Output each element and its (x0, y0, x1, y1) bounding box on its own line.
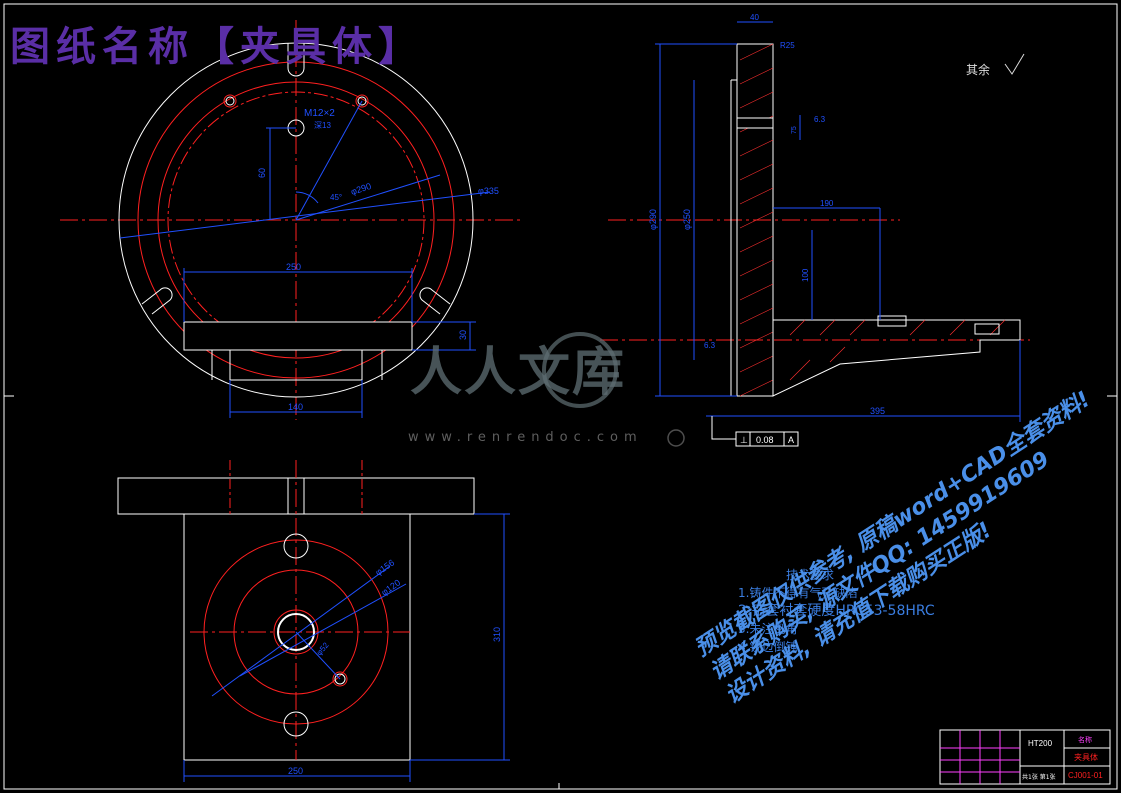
roughness-symbol (1004, 53, 1025, 75)
dim-roughness-2: 6.3 (704, 341, 716, 350)
dim-thread-depth: 深13 (314, 121, 331, 130)
tech-item: 2.钻套衬套硬度HRC53-58HRC (738, 603, 935, 619)
bolt-circle (167, 91, 425, 349)
drawing-title: 图纸名称【夹具体】 (10, 23, 424, 70)
dim-140: 140 (288, 402, 303, 412)
dim-phi156: φ156 (373, 557, 396, 577)
arm-hatch (789, 319, 1006, 381)
dim-phi335: φ335 (478, 186, 499, 196)
tb-drawing-no: CJ001-01 (1068, 771, 1103, 780)
dim-40: 40 (750, 13, 759, 22)
watermark-emblem (542, 332, 618, 408)
tb-name: 夹具体 (1074, 752, 1098, 762)
side-slot-left (141, 287, 173, 315)
leader (119, 191, 491, 239)
circle-center (277, 613, 315, 651)
tol-datum: A (788, 435, 794, 445)
watermark-url: www.renrendoc.com (408, 430, 643, 445)
dim-395: 395 (870, 406, 885, 416)
dim-310: 310 (492, 627, 502, 642)
dim-75: 75 (791, 126, 798, 134)
front-view: 250 140 30 60 M12×2 深13 φ290 φ335 45° (60, 20, 520, 420)
dim-190: 190 (820, 199, 834, 208)
title-block: HT200 名称 夹具体 CJ001-01 共1张 第1张 (939, 729, 1111, 785)
threaded-hole-section (736, 117, 774, 129)
tech-item: 1.铸件不得有气孔缺陷 (738, 586, 858, 600)
watermark-small-emblem (667, 429, 685, 447)
circle-mid (233, 569, 359, 695)
plate-hatch (739, 43, 774, 397)
pin-hole (334, 673, 346, 685)
tech-heading: 技术要求 (786, 568, 835, 582)
pin-hole-red (332, 671, 348, 687)
dim-r25: R25 (780, 41, 795, 50)
leader (295, 100, 363, 221)
dim-phi290: φ290 (350, 181, 373, 197)
dim-phi120: φ120 (379, 577, 402, 597)
roughness-note: 其余 (966, 63, 991, 77)
circle-center-red (273, 609, 319, 655)
angle-arc (295, 191, 319, 204)
vertical-plate (736, 43, 774, 397)
outer-circle (118, 42, 474, 398)
hole-top (283, 533, 309, 559)
tol-leader (711, 416, 736, 440)
dim-angle: 45° (330, 193, 342, 202)
dim-phi52: φ52 (315, 640, 331, 657)
side-slot-right (419, 287, 451, 315)
bushing (877, 315, 907, 327)
watermark-logo: 人人文库 (410, 342, 627, 403)
inner-circle-red-2 (157, 81, 435, 359)
technical-requirements: 技术要求 1.铸件不得有气孔缺陷 2.钻套衬套硬度HRC53-58HRC 3.未… (738, 566, 935, 656)
tol-value: 0.08 (756, 435, 774, 445)
dim-bottom-250: 250 (288, 766, 303, 776)
threaded-hole (357, 96, 367, 106)
threaded-hole (355, 94, 369, 108)
leader (239, 583, 407, 677)
tech-item: 4.锐边倒钝 (738, 640, 798, 654)
dim-60: 60 (257, 168, 267, 178)
tb-label: 名称 (1078, 735, 1092, 744)
threaded-hole (225, 96, 235, 106)
tech-item: 3.未注倒角 (738, 622, 798, 636)
inner-circle-red-1 (137, 61, 455, 379)
dim-100: 100 (801, 268, 810, 282)
leader (295, 631, 341, 680)
dim-roughness: 6.3 (814, 115, 826, 124)
tb-sheet: 共1张 第1张 (1022, 773, 1056, 781)
dim-30: 30 (458, 330, 468, 340)
dim-side-phi290: φ290 (648, 209, 658, 230)
bottom-view: φ156 φ120 φ52 250 310 (117, 460, 510, 782)
base-plate (183, 321, 413, 351)
tb-material: HT200 (1028, 739, 1053, 748)
side-view: φ290 φ250 40 R25 190 100 75 6.3 6.3 395 … (600, 13, 1030, 447)
threaded-hole (223, 94, 237, 108)
leader (295, 174, 441, 221)
top-slot (287, 43, 305, 77)
body-rect (183, 513, 411, 761)
arm (772, 319, 1021, 397)
base-foot (211, 350, 383, 381)
dim-side-phi250: φ250 (682, 209, 692, 230)
circle-outer (203, 539, 389, 725)
tol-symbol: ⊥ (740, 435, 748, 445)
bushing (974, 323, 1000, 335)
leader (211, 565, 391, 697)
dim-thread: M12×2 (304, 108, 335, 119)
hole-bottom (283, 711, 309, 737)
dim-250: 250 (286, 262, 301, 272)
